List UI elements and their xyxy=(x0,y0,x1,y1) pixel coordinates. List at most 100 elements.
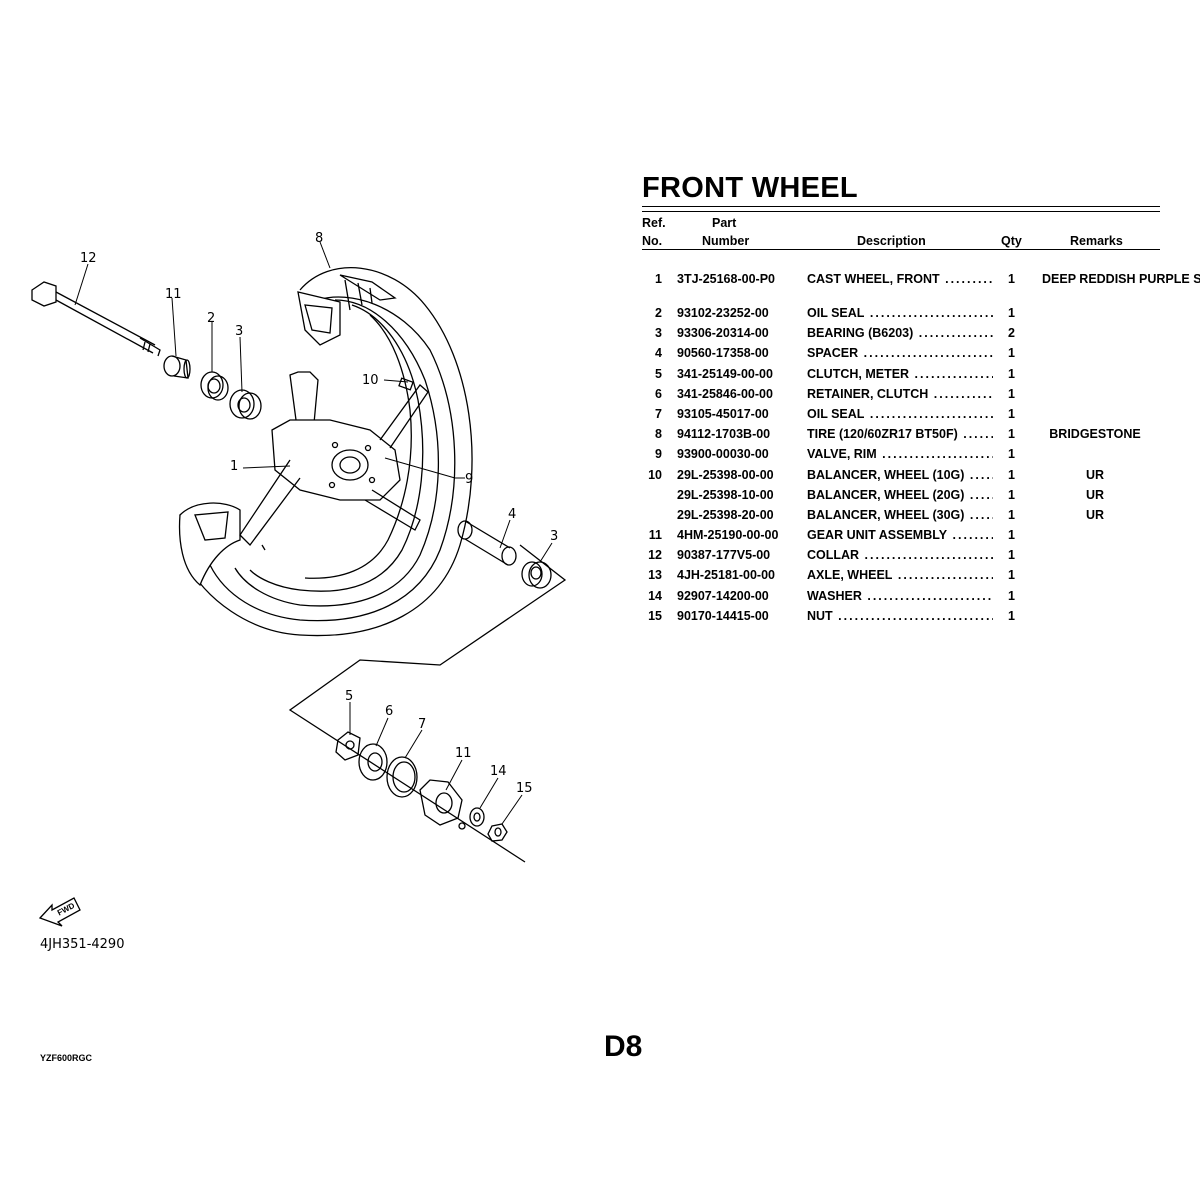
dot-leader: ........................................ xyxy=(952,528,993,543)
qty: 1 xyxy=(1008,528,1015,543)
part-number: 341-25149-00-00 xyxy=(677,366,773,381)
callout-1: 1 xyxy=(230,459,238,474)
description: OIL SEAL ...............................… xyxy=(807,407,993,421)
qty: 1 xyxy=(1008,447,1015,462)
callout-4: 4 xyxy=(508,507,516,522)
part-number: 93102-23252-00 xyxy=(677,306,769,320)
qty: 1 xyxy=(1008,548,1015,563)
callout-6: 6 xyxy=(385,704,393,719)
qty: 1 xyxy=(1008,487,1015,502)
part-number: 3TJ-25168-00-P0 xyxy=(677,272,775,286)
dot-leader: ........................................ xyxy=(933,386,993,401)
qty: 1 xyxy=(1008,386,1015,401)
bearing-upper-drawing xyxy=(229,389,262,420)
qty: 1 xyxy=(1008,366,1015,381)
ref-no: 7 xyxy=(655,406,662,421)
dot-leader: ........................................ xyxy=(963,427,993,442)
page-title: FRONT WHEEL xyxy=(642,172,858,204)
parts-table: 1 3TJ-25168-00-P0 CAST WHEEL, FRONT ......… xyxy=(642,272,1200,629)
axle-drawing xyxy=(31,281,161,357)
description: CAST WHEEL, FRONT ......................… xyxy=(807,272,993,286)
part-number: 29L-25398-20-00 xyxy=(677,507,774,522)
callout-9: 9 xyxy=(465,472,473,487)
callout-13: 12 xyxy=(80,251,97,266)
dot-leader: ........................................ xyxy=(897,568,993,583)
callout-7: 7 xyxy=(418,717,426,732)
part-number: 92907-14200-00 xyxy=(677,588,769,603)
description: VALVE, RIM .............................… xyxy=(807,447,993,461)
part-number: 94112-1703B-00 xyxy=(677,427,771,442)
ref-no: 14 xyxy=(648,588,662,603)
wheel-illustration: 12 11 2 3 8 10 1 9 4 3 5 6 7 11 14 15 FW… xyxy=(31,231,567,952)
dot-leader: ........................................ xyxy=(914,366,993,381)
qty: 1 xyxy=(1008,568,1015,583)
qty: 1 xyxy=(1008,306,1015,320)
part-number: 90387-177V5-00 xyxy=(677,548,771,563)
part-number: 4HM-25190-00-00 xyxy=(677,528,779,543)
collar-drawing xyxy=(163,355,191,379)
dot-leader: ........................................ xyxy=(867,588,993,603)
dot-leader: ........................................ xyxy=(969,507,993,522)
table-row: 14 92907-14200-00 WASHER .................… xyxy=(642,589,1160,609)
dot-leader: ........................................ xyxy=(945,272,993,286)
ref-no: 6 xyxy=(655,386,662,401)
gear-unit-drawing xyxy=(335,731,508,842)
ref-no: 2 xyxy=(655,306,662,320)
callout-8: 8 xyxy=(315,231,323,246)
hub-drawing xyxy=(239,371,429,551)
description: GEAR UNIT ASSEMBLY .....................… xyxy=(807,528,993,542)
dot-leader: ........................................ xyxy=(969,487,993,502)
description: RETAINER, CLUTCH .......................… xyxy=(807,387,993,401)
description: COLLAR .................................… xyxy=(807,548,993,562)
qty: 1 xyxy=(1008,507,1015,522)
part-number: 4JH-25181-00-00 xyxy=(677,568,775,583)
table-row: 1 3TJ-25168-00-P0 CAST WHEEL, FRONT ......… xyxy=(642,272,1200,306)
group-bracket xyxy=(288,544,567,863)
ref-no: 15 xyxy=(648,608,662,623)
part-number: 93900-00030-00 xyxy=(677,447,769,462)
dot-leader: ........................................ xyxy=(863,346,993,361)
callout-5: 5 xyxy=(345,689,353,704)
description: OIL SEAL ...............................… xyxy=(807,306,993,320)
header-ref-bottom: No. xyxy=(642,234,663,248)
header-qty: Qty xyxy=(1001,234,1022,248)
header-part-bottom: Number xyxy=(702,234,750,248)
dot-leader: ........................................ xyxy=(918,326,993,341)
part-number: 29L-25398-10-00 xyxy=(677,487,774,502)
ref-no: 1 xyxy=(655,272,662,286)
part-number: 90170-14415-00 xyxy=(677,608,769,623)
description: BALANCER, WHEEL (10G) ..................… xyxy=(807,468,993,482)
header-remarks: Remarks xyxy=(1070,234,1123,248)
header-description: Description xyxy=(857,234,926,248)
oil-seal-drawing xyxy=(200,371,229,401)
remarks: UR xyxy=(1085,487,1105,502)
remarks: UR xyxy=(1085,507,1105,522)
description: AXLE, WHEEL ............................… xyxy=(807,568,993,582)
description: WASHER .................................… xyxy=(807,589,993,603)
dot-leader: ........................................ xyxy=(869,406,993,421)
qty: 1 xyxy=(1008,346,1015,361)
remarks: DEEP REDDISH PURPLE SOLID 1 xyxy=(1042,272,1200,286)
fwd-arrow-icon: FWD xyxy=(38,897,81,927)
dot-leader: ........................................ xyxy=(864,548,993,563)
callout-3-lower: 3 xyxy=(550,529,558,544)
qty: 1 xyxy=(1008,588,1015,603)
dot-leader: ........................................ xyxy=(869,306,993,320)
header-ref-top: Ref. xyxy=(642,216,666,230)
table-row: 2 93102-23252-00 OIL SEAL ................… xyxy=(642,306,1160,326)
callout-3-upper: 3 xyxy=(235,324,243,339)
callout-2: 2 xyxy=(207,311,215,326)
dot-leader: ........................................ xyxy=(969,467,993,482)
exploded-diagram: 12 11 2 3 8 10 1 9 4 3 5 6 7 11 14 15 FW… xyxy=(0,0,640,1000)
callout-14: 14 xyxy=(490,764,507,779)
part-number: 29L-25398-00-00 xyxy=(677,467,774,482)
callout-10: 10 xyxy=(362,373,379,388)
leader-lines xyxy=(74,241,553,825)
